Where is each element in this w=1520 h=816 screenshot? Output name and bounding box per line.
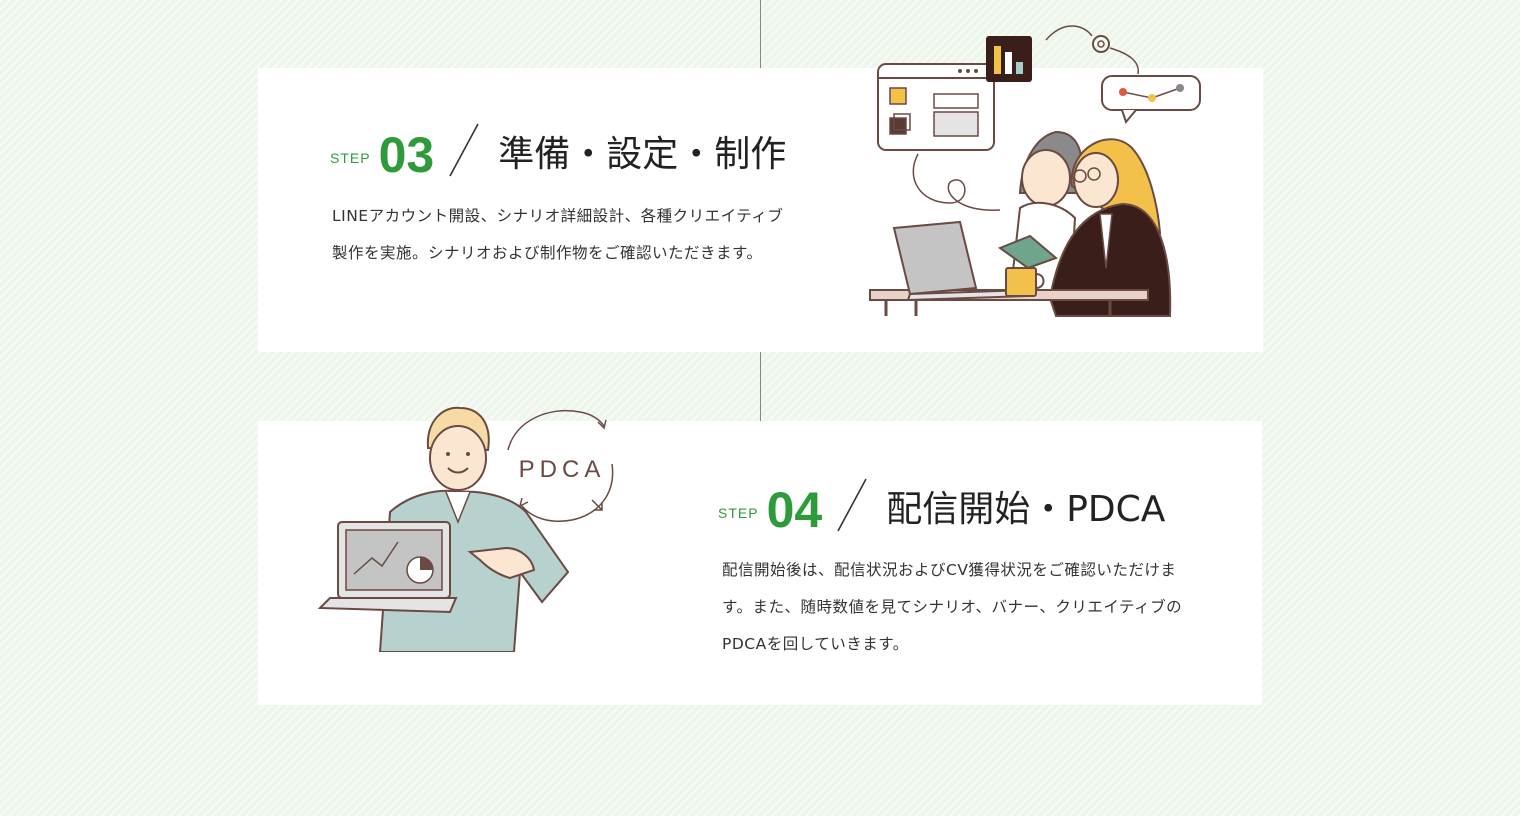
step-04-description: 配信開始後は、配信状況およびCV獲得状況をご確認いただけます。また、随時数値を見… xyxy=(722,561,1183,653)
pdca-label: PDCA xyxy=(519,456,606,483)
step-03-description: LINEアカウント開設、シナリオ詳細設計、各種クリエイティブ製作を実施。シナリオ… xyxy=(332,207,784,262)
step-03-heading: STEP 03 準備・設定・制作 xyxy=(330,120,786,180)
step-04-title: 配信開始・PDCA xyxy=(886,489,1166,530)
step-04-label: STEP xyxy=(718,505,759,521)
step-04-number: 04 xyxy=(766,482,823,538)
step-03-number: 03 xyxy=(378,127,435,183)
team-working-illustration xyxy=(869,25,1201,317)
step-03-label: STEP xyxy=(330,150,371,166)
step-04-card: STEP 04 配信開始・PDCA 配信開始後は、配信状況およびCV獲得状況をご… xyxy=(258,421,1262,705)
step-03-title: 準備・設定・制作 xyxy=(498,134,787,175)
timeline-line-top xyxy=(760,0,761,92)
slash-divider xyxy=(832,475,872,535)
step-04-heading: STEP 04 配信開始・PDCA xyxy=(718,475,1165,535)
pdca-presenter-illustration: PDCA xyxy=(317,406,614,652)
timeline-line-middle xyxy=(760,331,761,444)
slash-divider xyxy=(444,120,484,180)
